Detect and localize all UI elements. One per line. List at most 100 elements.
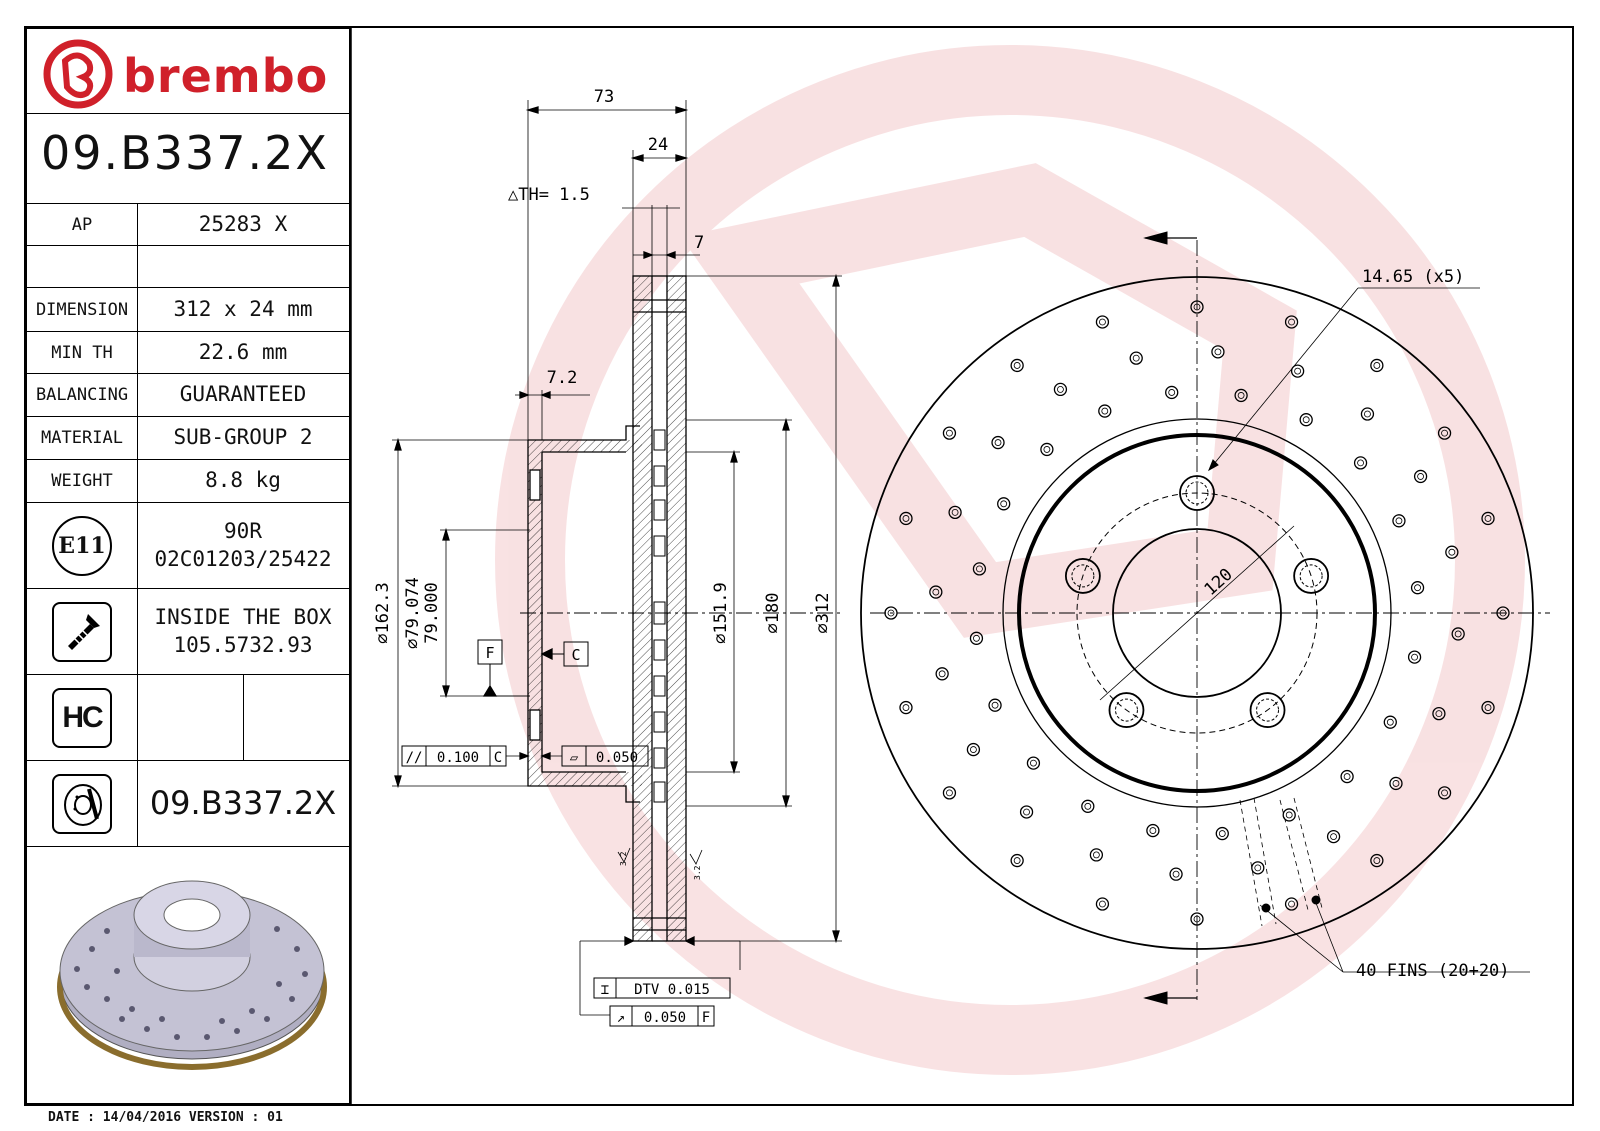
- brand-name: brembo: [123, 49, 329, 103]
- drill-hole: [1441, 789, 1448, 797]
- drill-hole: [1218, 830, 1226, 837]
- e11-row: E11 90R 02C01203/25422: [27, 503, 349, 589]
- drill-hole: [1169, 867, 1183, 881]
- drill-hole: [1353, 456, 1368, 470]
- bolt-hole: [1185, 481, 1209, 505]
- drill-hole: [1190, 300, 1204, 314]
- bolt-hole: [1293, 558, 1330, 594]
- drill-hole: [1010, 358, 1024, 373]
- weight-value: 8.8 kg: [205, 468, 281, 493]
- drill-hole: [972, 562, 987, 576]
- drill-hole: [938, 670, 946, 678]
- blank-row: [27, 246, 349, 288]
- datum-c-label: C: [571, 646, 580, 664]
- drill-hole: [1237, 392, 1245, 399]
- minth-row: MIN TH 22.6 mm: [27, 332, 349, 374]
- brake-disc-icon: [64, 783, 102, 826]
- bolt-hole: [1249, 692, 1286, 728]
- drill-hole: [1454, 630, 1462, 638]
- dia-162-3: ⌀162.3: [373, 582, 393, 643]
- drill-hole: [1010, 853, 1024, 868]
- e11-mark-icon: E11: [52, 515, 112, 576]
- e11-cell: E11: [27, 503, 138, 588]
- hole-callout: 14.65 (x5): [1362, 267, 1464, 287]
- runout-symbol-icon: ↗: [617, 1010, 625, 1026]
- tol-parallel-ref: C: [494, 750, 502, 766]
- drill-hole: [1285, 811, 1293, 819]
- drill-hole: [969, 631, 984, 645]
- drill-hole: [942, 786, 957, 800]
- dim-th: △TH= 1.5: [508, 185, 590, 205]
- screw-cell: [27, 589, 138, 674]
- drill-hole: [1254, 864, 1262, 872]
- drill-hole: [997, 497, 1011, 511]
- drill-hole: [1284, 315, 1299, 329]
- drill-hole: [1234, 388, 1248, 403]
- screw-icon: [68, 613, 100, 650]
- hc-row: HC: [27, 675, 349, 761]
- drill-hole: [1481, 511, 1495, 526]
- drill-hole: [1432, 706, 1446, 721]
- drill-hole: [1023, 808, 1030, 816]
- drill-hole: [1089, 848, 1104, 862]
- drill-hole: [1084, 802, 1092, 810]
- hc-icon: HC: [52, 687, 112, 748]
- drill-hole: [899, 700, 913, 715]
- drill-hole: [994, 439, 1002, 446]
- dimension-row: DIMENSION 312 x 24 mm: [27, 288, 349, 332]
- material-row: MATERIAL SUB-GROUP 2: [27, 417, 349, 460]
- drill-hole: [1340, 769, 1354, 784]
- bolt-hole: [1071, 564, 1095, 588]
- parallel-symbol-icon: //: [406, 750, 423, 766]
- drill-hole: [1383, 715, 1397, 729]
- drill-hole: [1095, 897, 1110, 911]
- drill-hole: [1290, 364, 1305, 378]
- drill-hole: [1168, 389, 1176, 396]
- flatness-symbol-icon: ▱: [570, 750, 579, 766]
- drill-hole: [1364, 410, 1371, 418]
- material-value: SUB-GROUP 2: [173, 425, 313, 450]
- drill-hole: [1013, 857, 1021, 864]
- drill-hole: [1484, 704, 1492, 711]
- drill-hole: [1373, 362, 1381, 369]
- drill-hole: [1057, 386, 1064, 393]
- drill-hole: [887, 609, 895, 617]
- drill-hole: [1437, 426, 1452, 440]
- fins-label: 40 FINS (20+20): [1356, 961, 1510, 981]
- drill-hole: [1095, 315, 1110, 329]
- dim-24: 24: [648, 135, 668, 155]
- drill-hole: [1448, 548, 1456, 556]
- drill-hole: [1392, 514, 1406, 528]
- drill-hole: [1284, 897, 1299, 911]
- drill-hole: [1132, 354, 1140, 362]
- dimension-value: 312 x 24 mm: [173, 296, 313, 321]
- datum-f-label: F: [485, 644, 494, 662]
- drill-hole: [1098, 404, 1112, 418]
- drill-hole: [1092, 851, 1100, 859]
- drill-hole: [1146, 823, 1160, 838]
- drill-hole: [1026, 756, 1041, 770]
- weight-label: WEIGHT: [27, 460, 138, 502]
- bolt-holes: [1064, 475, 1330, 728]
- drill-hole: [1000, 500, 1008, 508]
- drill-hole: [1484, 515, 1492, 522]
- drill-hole: [1294, 367, 1302, 375]
- roughness-1: 3.2: [619, 851, 628, 866]
- drill-hole: [1414, 584, 1421, 592]
- logo-row: brembo: [27, 29, 349, 114]
- disc-icon-cell: [27, 761, 138, 846]
- drill-hole: [1013, 362, 1021, 369]
- tol-parallel: 0.100: [437, 750, 479, 766]
- drill-hole: [1360, 407, 1375, 421]
- drill-hole: [1435, 710, 1443, 718]
- drill-hole: [1129, 351, 1143, 365]
- dia-180: ⌀180: [763, 593, 783, 634]
- e11-line1: 90R: [224, 519, 262, 544]
- drill-hole: [1215, 826, 1229, 841]
- ap-value: 25283 X: [198, 211, 288, 236]
- drill-hole: [942, 426, 957, 440]
- drill-holes: [884, 300, 1510, 926]
- drill-hole: [899, 511, 913, 526]
- drill-hole: [902, 704, 910, 711]
